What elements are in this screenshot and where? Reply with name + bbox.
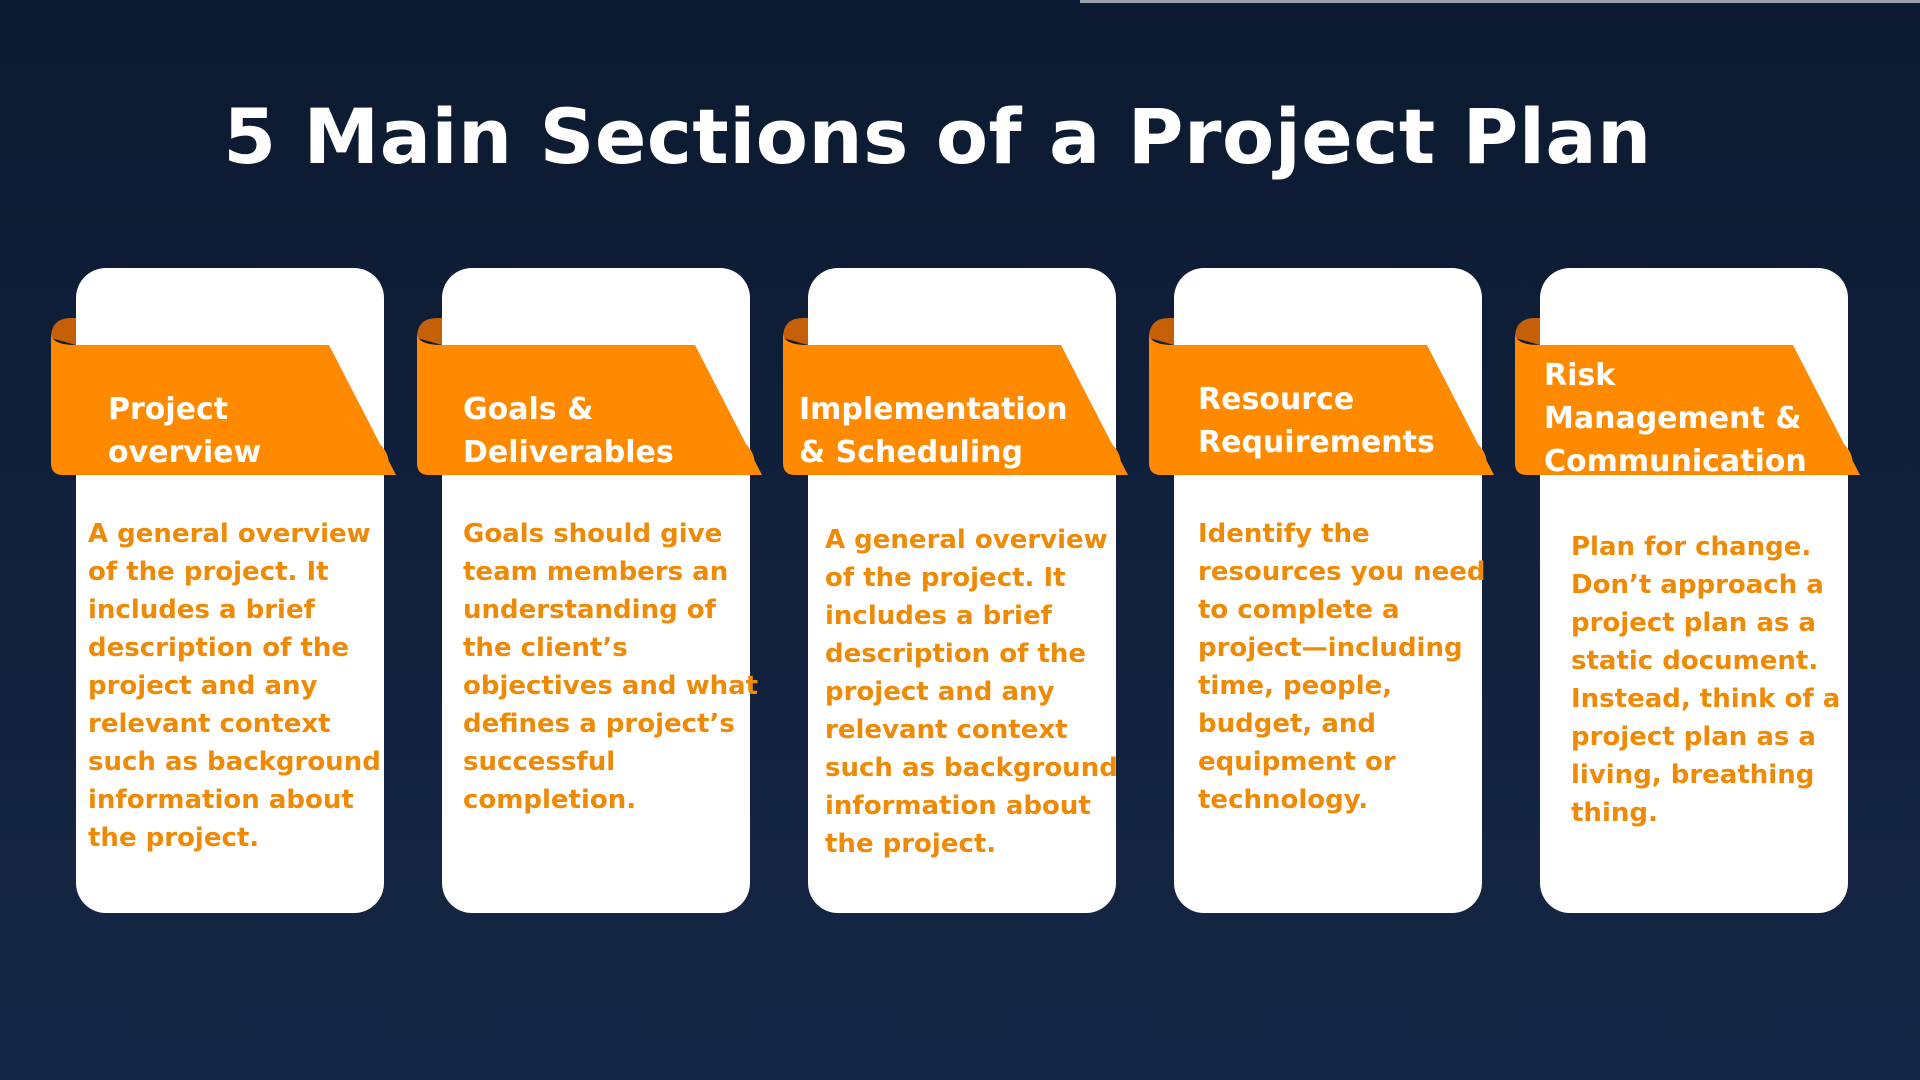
ribbon-banner <box>51 318 396 475</box>
section-card-project-overview: Project overview A general overview of t… <box>51 268 411 913</box>
card-description: Plan for change. Don’t approach a projec… <box>1571 532 1841 828</box>
section-card-implementation-scheduling: Implementation & Scheduling A general ov… <box>783 268 1143 913</box>
card-heading: Project overview <box>108 391 262 470</box>
top-divider-line <box>1080 0 1920 3</box>
card-description: A general overview of the project. It in… <box>825 525 1118 859</box>
card-description: A general overview of the project. It in… <box>88 519 381 853</box>
card-heading: Implementation & Scheduling <box>799 391 1068 470</box>
page-title: 5 Main Sections of a Project Plan <box>223 92 1652 181</box>
card-description: Goals should give team members an unders… <box>463 519 759 815</box>
section-card-goals-deliverables: Goals & Deliverables Goals should give t… <box>417 268 777 913</box>
ribbon-banner <box>1149 318 1494 475</box>
section-card-risk-management-communication: Risk Management & Communication Plan for… <box>1515 268 1875 913</box>
card-heading: Goals & Deliverables <box>463 391 674 470</box>
section-card-resource-requirements: Resource Requirements Identify the resou… <box>1149 268 1509 913</box>
card-heading: Risk Management & Communication <box>1544 358 1807 479</box>
ribbon-banner <box>417 318 762 475</box>
ribbon-banner <box>1515 318 1860 475</box>
ribbon-banner <box>783 318 1128 475</box>
card-heading: Resource Requirements <box>1198 381 1435 460</box>
card-description: Identify the resources you need to compl… <box>1198 519 1486 815</box>
